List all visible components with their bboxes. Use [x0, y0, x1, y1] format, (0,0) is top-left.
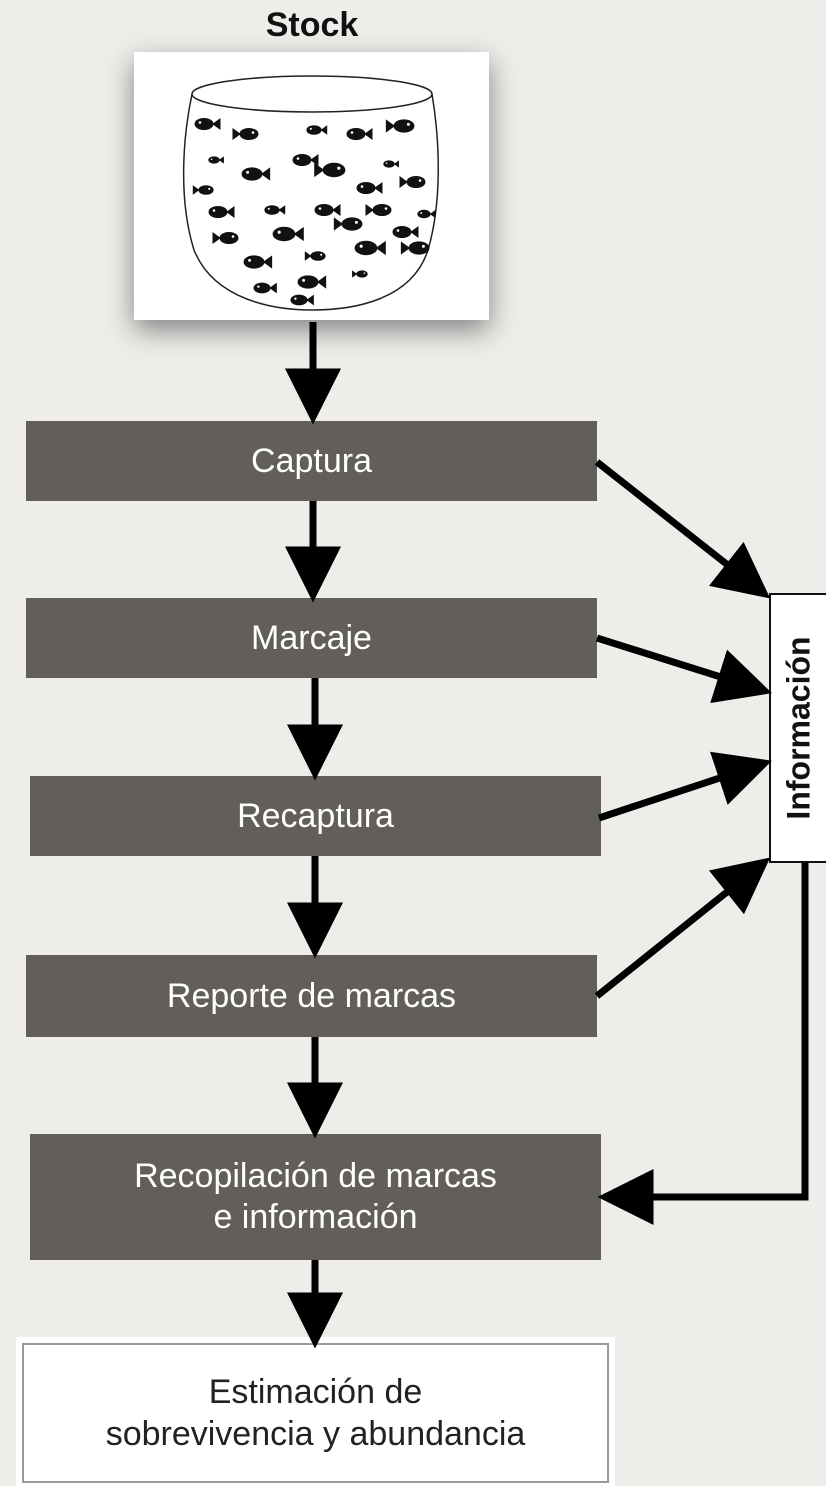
fish-icon — [232, 128, 259, 140]
fish-icon — [192, 185, 214, 195]
fish-icon — [253, 282, 277, 294]
fish-icon — [354, 240, 386, 256]
step-recaptura-label: Recaptura — [237, 796, 394, 835]
fish-icon — [264, 205, 286, 215]
fish-icon — [292, 154, 319, 166]
result-label: Estimación de sobrevivencia y abundancia — [105, 1372, 526, 1454]
fish-icon — [314, 204, 341, 216]
fish-icon — [243, 255, 273, 269]
fish-icon — [385, 119, 415, 133]
fish-tank-illustration — [134, 52, 489, 320]
step-marcaje-label: Marcaje — [251, 618, 372, 657]
fish-icon — [346, 128, 373, 140]
fish-tank-icon — [182, 75, 440, 311]
fish-icon — [400, 241, 430, 255]
fish-icon — [208, 156, 224, 164]
fish-icon — [417, 209, 436, 219]
fish-icon — [208, 206, 235, 218]
fish-icon — [194, 118, 221, 130]
fish-icon — [365, 204, 392, 216]
fish-icon — [333, 217, 363, 231]
arrow-informacion-to-recopilacion — [597, 863, 809, 1225]
fish-icon — [314, 162, 346, 178]
stock-title: Stock — [265, 6, 359, 44]
step-recaptura: Recaptura — [30, 776, 601, 856]
result-box: Estimación de sobrevivencia y abundancia — [16, 1337, 615, 1486]
step-reporte-label: Reporte de marcas — [166, 976, 457, 1015]
fish-icon — [306, 125, 328, 135]
fish-icon — [297, 275, 327, 289]
fish-icon — [399, 176, 426, 188]
arrow-captura-to-informacion — [594, 459, 771, 599]
arrow-recaptura-to-informacion — [597, 751, 772, 822]
step-captura: Captura — [26, 421, 597, 501]
fish-icon — [304, 251, 326, 261]
step-captura-label: Captura — [251, 441, 372, 480]
informacion-label: Información — [780, 636, 816, 820]
fish-icon — [352, 270, 368, 278]
fish-icon — [290, 294, 314, 306]
fish-icon — [356, 182, 383, 194]
fish-icon — [212, 232, 239, 244]
step-recopilacion-label: Recopilación de marcas e información — [134, 1157, 497, 1236]
fish-icon — [241, 167, 271, 181]
arrow-reporte-to-informacion — [594, 857, 771, 999]
informacion-box: Información — [769, 593, 826, 863]
arrow-marcaje-to-informacion — [595, 634, 773, 704]
fish-icon — [272, 226, 304, 242]
fish-icon — [392, 226, 419, 238]
fish-icon — [383, 160, 399, 168]
step-recopilacion: Recopilación de marcas e información — [30, 1134, 601, 1260]
step-marcaje: Marcaje — [26, 598, 597, 678]
step-reporte-de-marcas: Reporte de marcas — [26, 955, 597, 1037]
